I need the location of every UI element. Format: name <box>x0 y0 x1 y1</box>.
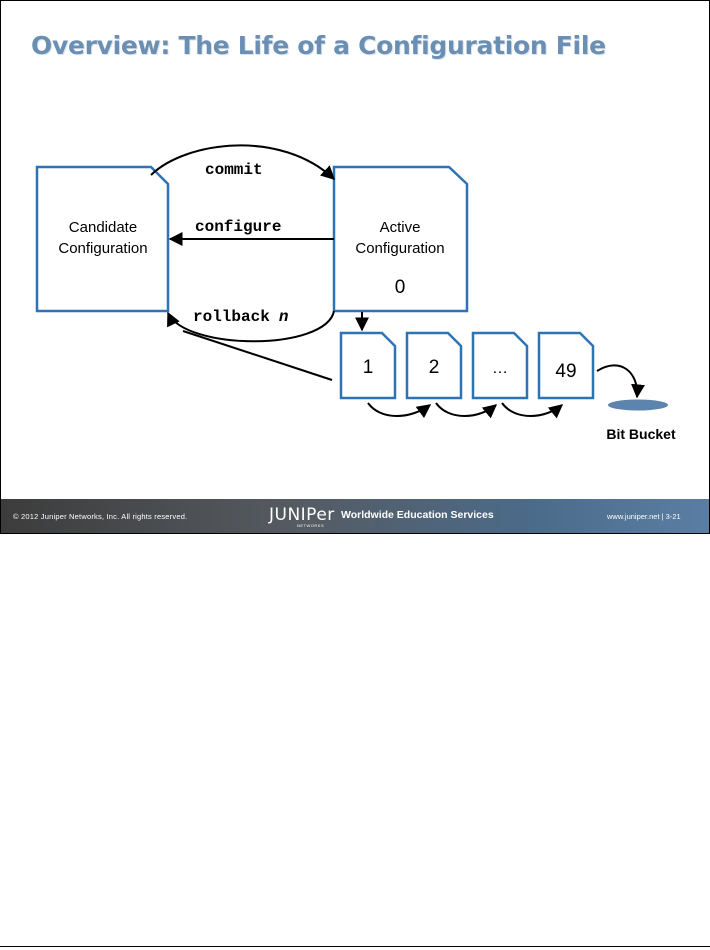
candidate-label-line2: Configuration <box>58 240 147 257</box>
rollback-file-2: 2 <box>405 331 463 400</box>
active-number: 0 <box>395 277 406 298</box>
footer-bar: © 2012 Juniper Networks, Inc. All rights… <box>1 499 709 533</box>
footer-tagline: Worldwide Education Services <box>341 509 494 521</box>
bit-bucket-label: Bit Bucket <box>606 426 676 442</box>
config-lifecycle-diagram: Candidate Configuration Active Configura… <box>35 144 676 442</box>
juniper-logo: JUNIPer NETWORKS <box>269 505 335 529</box>
copyright-text: © 2012 Juniper Networks, Inc. All rights… <box>13 512 188 521</box>
active-config-doc: Active Configuration 0 <box>332 165 469 313</box>
rollback-label: rollback n <box>193 308 288 326</box>
candidate-label-line1: Candidate <box>69 219 137 236</box>
slide-title: Overview: The Life of a Configuration Fi… <box>31 31 606 60</box>
rollback-file-ellipsis: … <box>471 331 529 400</box>
shift-arrow-more-49 <box>501 402 564 419</box>
discard-arrow <box>596 364 646 399</box>
candidate-config-doc: Candidate Configuration <box>35 165 170 313</box>
rollback-file-1: 1 <box>339 331 397 400</box>
shift-arrow-2-more <box>435 402 498 419</box>
active-label-line1: Active <box>380 219 421 236</box>
rollback-file-label: 49 <box>555 361 576 382</box>
commit-label: commit <box>205 161 263 179</box>
rollback-n: n <box>279 308 289 326</box>
rollback-file-label: … <box>492 360 508 377</box>
commit-arrow <box>150 144 336 180</box>
logo-subtext: NETWORKS <box>297 523 325 528</box>
rollback-file-49: 49 <box>537 331 595 400</box>
shift-arrow-1-2 <box>367 402 432 419</box>
rollback-word: rollback <box>193 308 270 326</box>
configure-label: configure <box>195 218 281 236</box>
active-label-line2: Configuration <box>355 240 444 257</box>
rollback-file-label: 2 <box>429 357 440 378</box>
bit-bucket-shape <box>608 399 668 411</box>
rollback-file-label: 1 <box>363 357 374 378</box>
rollback-file-line <box>182 330 333 381</box>
page-bottom-rule <box>0 946 710 947</box>
logo-wordmark: JUNIPer <box>269 505 335 525</box>
rollback-loop <box>167 310 335 343</box>
slide: Overview: The Life of a Configuration Fi… <box>0 0 710 534</box>
footer-url-page: www.juniper.net | 3-21 <box>607 512 681 521</box>
